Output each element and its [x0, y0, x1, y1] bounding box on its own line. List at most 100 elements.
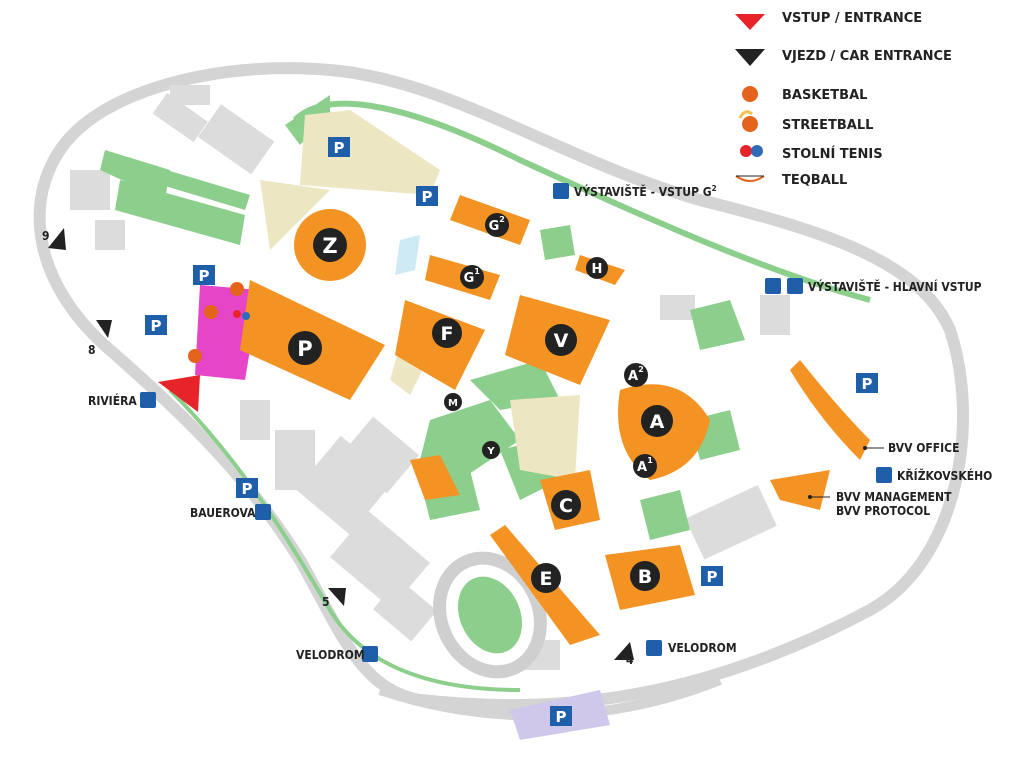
svg-text:H: H [592, 262, 603, 277]
svg-text:P: P [422, 188, 433, 206]
svg-text:G: G [489, 219, 500, 234]
svg-text:Y: Y [486, 446, 495, 457]
ring-road [33, 62, 969, 712]
svg-text:P: P [862, 375, 873, 393]
gate-9: 9 [42, 228, 66, 250]
stop-vystaviste-g2: VÝSTAVIŠTĚ - VSTUP G2 [574, 184, 717, 199]
svg-text:C: C [559, 495, 573, 517]
grey-buildings [70, 85, 790, 670]
svg-text:Z: Z [322, 234, 337, 258]
bus-icon [787, 278, 803, 294]
legend-basketbal: BASKETBAL [782, 88, 867, 103]
legend-teqball: TEQBALL [782, 173, 847, 188]
svg-text:8: 8 [88, 343, 96, 357]
hall-m-badge: M [444, 393, 462, 411]
legend-streetball: STREETBALL [782, 118, 873, 133]
gate-4: 4 [614, 642, 634, 667]
bvv-office-label: BVV OFFICE [888, 441, 959, 455]
parking-signs: P P P P P P P [145, 137, 878, 586]
hall-b-badge: B [630, 561, 660, 591]
table-tennis-icon [751, 145, 763, 157]
bus-icon [646, 640, 662, 656]
teqball-icon [735, 175, 765, 182]
svg-text:9: 9 [42, 229, 50, 243]
entrance-legend-icon [735, 14, 765, 30]
svg-text:P: P [556, 708, 567, 726]
legend-car-entrance: VJEZD / CAR ENTRANCE [782, 49, 952, 64]
parking-sign: P [328, 137, 350, 157]
svg-text:A: A [650, 411, 665, 433]
hall-a-badge: A [641, 405, 673, 437]
parking-sign: P [193, 265, 215, 285]
svg-text:2: 2 [499, 215, 505, 224]
halls [240, 195, 870, 645]
parking-sign: P [701, 566, 723, 586]
velodrome-stadium [433, 551, 547, 679]
main-entrance-marker [158, 375, 200, 412]
svg-text:A: A [628, 369, 638, 384]
svg-text:1: 1 [474, 267, 480, 276]
streetball-icon [204, 305, 218, 319]
svg-text:M: M [448, 398, 458, 409]
svg-text:F: F [441, 323, 454, 345]
bvv-protocol-label: BVV PROTOCOL [836, 504, 930, 518]
bvv-office-dot [863, 446, 867, 450]
hall-v-badge: V [545, 324, 577, 356]
basketball-icon [230, 282, 244, 296]
stop-velodrom-left: VELODROM [296, 648, 365, 662]
bvv-management-shape [770, 470, 830, 510]
parking-sign: P [856, 373, 878, 393]
stop-riviera: RIVIÉRA [88, 393, 137, 408]
car-entrances: 9 8 5 4 [42, 228, 634, 667]
svg-text:V: V [554, 330, 569, 352]
legend-entrance: VSTUP / ENTRANCE [782, 11, 922, 26]
sport-icons [188, 282, 250, 363]
svg-text:P: P [334, 139, 345, 157]
parking-sign: P [236, 478, 258, 498]
table-tennis-icon [740, 145, 752, 157]
hall-h-badge: H [586, 257, 608, 279]
hall-z-badge: Z [313, 228, 347, 262]
stop-velodrom-right: VELODROM [668, 641, 737, 655]
svg-text:P: P [707, 568, 718, 586]
bvv-management-label: BVV MANAGEMENT [836, 490, 952, 504]
table-tennis-icon [242, 312, 250, 320]
parking-sign: P [416, 186, 438, 206]
bus-icon [876, 467, 892, 483]
hall-f-badge: F [432, 318, 462, 348]
gate-8: 8 [88, 320, 112, 357]
green-edge-north [292, 100, 871, 303]
svg-text:1: 1 [647, 456, 653, 465]
stop-bauerova: BAUEROVA [190, 506, 256, 520]
tram-icon [553, 183, 569, 199]
svg-text:P: P [297, 337, 312, 361]
streetball-icon [742, 116, 758, 132]
svg-text:A: A [637, 460, 647, 475]
tram-icon [765, 278, 781, 294]
hall-p-badge: P [288, 331, 322, 365]
basketball-icon [188, 349, 202, 363]
legend: VSTUP / ENTRANCE VJEZD / CAR ENTRANCE BA… [735, 11, 952, 188]
small-hall-west [410, 455, 460, 500]
transit-icons [140, 183, 892, 662]
svg-text:E: E [540, 568, 553, 590]
svg-text:P: P [242, 480, 253, 498]
green-edge-south [168, 388, 521, 692]
svg-text:5: 5 [322, 595, 330, 609]
svg-text:2: 2 [638, 365, 644, 374]
parking-sign: P [550, 706, 572, 726]
bus-icon [140, 392, 156, 408]
water [395, 235, 420, 275]
svg-text:G: G [464, 271, 475, 286]
stop-krizkovskeho: KŘÍŽKOVSKÉHO [897, 468, 992, 483]
svg-text:4: 4 [626, 653, 634, 667]
hall-y-badge: Y [482, 441, 500, 459]
table-tennis-icon [233, 310, 241, 318]
bvv-office-shape [790, 360, 870, 460]
bus-icon [362, 646, 378, 662]
